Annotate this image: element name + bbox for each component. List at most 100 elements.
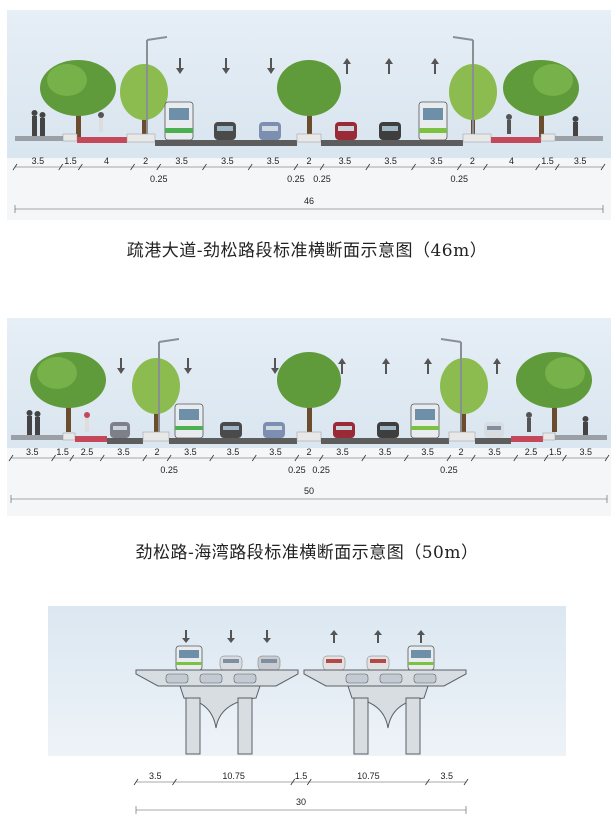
dimension-label: 3.5 — [379, 447, 392, 457]
section1-caption: 疏港大道-劲松路段标准横断面示意图（46m） — [126, 241, 488, 261]
dimension-tick — [319, 163, 325, 171]
dimension-label: 3.5 — [117, 447, 130, 457]
pier-right — [347, 685, 429, 755]
sidewalk-left — [15, 136, 63, 141]
dimension-tick — [209, 454, 215, 462]
dimension-tick — [290, 778, 296, 786]
direction-arrows — [182, 630, 425, 643]
dimension-tick — [166, 454, 172, 462]
car — [366, 655, 390, 671]
dimension-label: 3.5 — [184, 447, 197, 457]
pedestrians — [31, 110, 579, 136]
tree-right-outer — [516, 352, 592, 432]
car — [379, 122, 401, 140]
car — [219, 655, 243, 671]
carriageway-left — [169, 438, 297, 444]
dimension-tick — [483, 163, 488, 171]
aux-lane-right — [475, 438, 511, 444]
dimension-tick — [562, 454, 567, 462]
sub-dimension-label: 0.25 — [451, 174, 469, 184]
dimension-label: 1.5 — [295, 771, 308, 781]
sub-dimension-label: 0.25 — [313, 174, 331, 184]
dimension-tick — [456, 163, 462, 171]
dimension-label: 2 — [154, 447, 159, 457]
sub-dimension-label: 0.25 — [287, 174, 305, 184]
separator-left — [126, 133, 156, 143]
planting-strip-left — [62, 432, 76, 441]
cyclist-right — [506, 114, 512, 134]
cyclist-right — [526, 412, 532, 432]
dimension-tick — [58, 163, 64, 171]
dimension-tick — [554, 163, 560, 171]
planting-strip-right — [542, 432, 556, 441]
dimension-tick — [600, 163, 606, 171]
dimension-tick — [202, 163, 207, 171]
dimension-label: 3.5 — [175, 156, 188, 166]
dimension-tick — [133, 778, 139, 786]
bike-lane-right — [511, 436, 543, 442]
planting-strip-right — [540, 133, 556, 142]
dimension-label: 1.5 — [56, 447, 69, 457]
dimension-label: 1.5 — [549, 447, 562, 457]
dimension-tick — [294, 454, 300, 462]
separator-right — [448, 431, 476, 442]
sub-dimension-label: 0.25 — [150, 174, 168, 184]
dimension-label: 10.75 — [357, 771, 380, 781]
aux-lane-left — [107, 438, 143, 444]
dimension-tick — [463, 778, 469, 786]
dimension-label: 3.5 — [488, 447, 501, 457]
car — [322, 655, 346, 671]
median — [296, 133, 322, 143]
dimension-label: 3.5 — [384, 156, 397, 166]
bike-lane-right — [491, 137, 541, 143]
bus-right — [410, 403, 440, 439]
dimension-tick — [306, 778, 312, 786]
dimension-tick — [470, 454, 476, 462]
bus-left — [164, 101, 194, 141]
dimension-tick — [361, 454, 367, 462]
dimension-label: 3.5 — [574, 156, 587, 166]
dimension-label: 3.5 — [149, 771, 162, 781]
dimension-tick — [156, 163, 162, 171]
dimension-label: 3.5 — [269, 447, 282, 457]
dimension-label: 4 — [509, 156, 514, 166]
dimension-tick — [535, 163, 540, 171]
dimension-tick — [251, 454, 257, 462]
sidewalk-right — [555, 435, 607, 440]
dimension-label: 2.5 — [525, 447, 538, 457]
sub-dimension-label: 0.25 — [440, 465, 458, 475]
car — [220, 422, 242, 438]
sub-dimension-label: 0.25 — [312, 465, 330, 475]
total-width-label: 46 — [304, 196, 314, 206]
dimension-label: 3.5 — [26, 447, 39, 457]
dimension-tick — [12, 163, 18, 171]
dimension-label: 2 — [470, 156, 475, 166]
dimension-tick — [99, 454, 105, 462]
sky-background — [48, 606, 566, 756]
dimension-label: 1.5 — [541, 156, 554, 166]
direction-arrows — [176, 58, 439, 74]
dimension-tick — [142, 454, 148, 462]
carriageway-right — [321, 438, 449, 444]
planting-strip-left — [62, 133, 78, 142]
dimension-tick — [69, 454, 75, 462]
tree-left-outer — [40, 60, 116, 138]
dimension-label: 3.5 — [440, 771, 453, 781]
car — [257, 655, 281, 671]
dimension-label: 3.5 — [430, 156, 443, 166]
bridge-deck-right — [303, 669, 467, 687]
median — [296, 431, 322, 442]
separator-right — [462, 133, 492, 143]
dimension-label: 3.5 — [336, 447, 349, 457]
section2-caption: 劲松路-海湾路段标准横断面示意图（50m） — [135, 543, 479, 563]
dimension-tick — [247, 163, 253, 171]
bus-right — [418, 101, 448, 141]
dimension-label: 2 — [306, 447, 311, 457]
dimension-label: 2 — [143, 156, 148, 166]
total-width-label: 30 — [296, 797, 306, 807]
sub-dimension-label: 0.25 — [288, 465, 306, 475]
